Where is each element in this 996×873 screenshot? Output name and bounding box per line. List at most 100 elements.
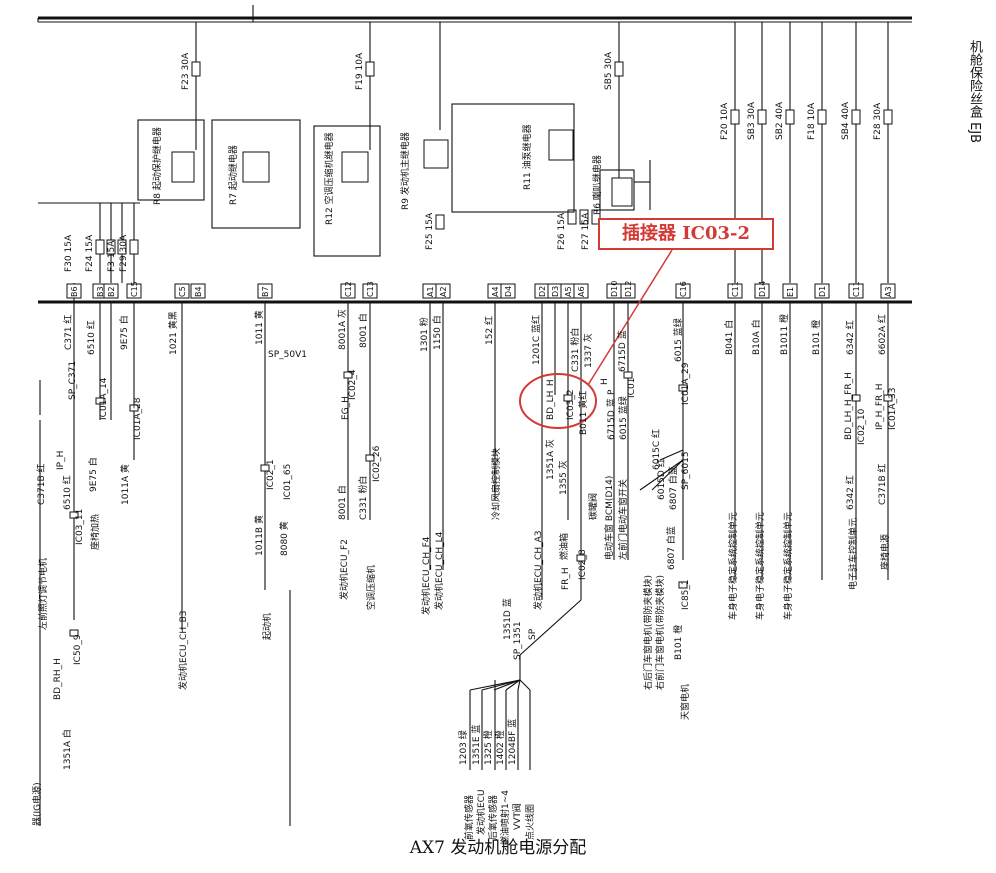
wire-label: 8080 黄 (278, 521, 290, 556)
device-label: 电子驻车控制单元 (847, 518, 859, 590)
harness-fr: FR_H (561, 567, 571, 590)
device-label: 前氧传感器 (463, 795, 475, 840)
device-label: 发动机ECU_CH_L4 (433, 531, 445, 610)
fuse-label-sb3: SB3 30A (747, 101, 757, 140)
pin-label: B7 (261, 286, 270, 297)
connector-label: IC02_26 (372, 445, 382, 482)
device-label: 发动机ECU_CH_A3 (532, 531, 544, 611)
pin-label: D14 (758, 281, 767, 297)
device-label: 座椅电源 (879, 534, 891, 570)
device-label: 燃油箱 (558, 533, 570, 560)
wire-label: 6015 蓝绿 (672, 318, 684, 362)
device-label: 碳罐阀 (587, 493, 599, 520)
connector-label: IC01A_33 (888, 388, 898, 431)
fuse-label-sb5: SB5 30A (604, 51, 614, 90)
wire-label: B1011 橙 (778, 314, 790, 355)
callout-leader (587, 249, 673, 386)
wire-label: C371 红 (62, 315, 74, 350)
fuse-label-f27: F27 15A (581, 212, 591, 250)
connector-label: IC85_1 (681, 579, 691, 610)
wire-label: B10A 白 (750, 319, 762, 355)
device-label: 左前照灯调节电机 (37, 558, 49, 630)
wire-label: 1011 黄 (253, 310, 265, 345)
wire-label: B011 黄红 (577, 391, 589, 435)
connector-label: IC02_1 (266, 459, 276, 490)
pin-label: B2 (107, 286, 116, 297)
wire-label: 6510 红 (85, 320, 97, 355)
device-label: VVT阀 (512, 803, 523, 830)
device-label: 天窗电机 (679, 684, 691, 720)
wire-label: 6015C 红 (650, 429, 662, 470)
fuse-label-f20: F20 10A (720, 102, 730, 140)
device-label: 右后门车窗电机(带防夹模块) (642, 575, 654, 690)
wire-label: 1355 灰 (557, 460, 569, 495)
pin-label: A5 (564, 286, 573, 297)
pin-label: C5 (178, 286, 187, 297)
connector-label: IC03_11 (75, 509, 85, 545)
wire-label: 6715D 蓝 (605, 398, 617, 440)
harness-eg-h: EG_H (341, 396, 351, 420)
pin-label: C11 (852, 281, 861, 297)
pin-label: A4 (491, 286, 500, 297)
fuse-label-f3: F3 15A (107, 240, 117, 272)
wire-label: B101 橙 (672, 625, 684, 660)
wire-label: 6715D 蓝 (616, 330, 628, 372)
wire-label: 9E75 白 (87, 457, 99, 492)
fuse-label-f19: F19 10A (355, 52, 365, 90)
wire-label: 6342 红 (844, 475, 856, 510)
device-label: 车身电子稳定系统控制单元 (727, 512, 739, 620)
harness-sp: SP (528, 628, 538, 640)
wire-label: 6807 白蓝 (667, 466, 679, 510)
wire-label: C331 粉白 (357, 476, 369, 520)
fuse-label-f26: F26 15A (557, 212, 567, 250)
connector-label: IC02_10 (857, 408, 867, 445)
wire-label: B101 橙 (810, 320, 822, 355)
device-label: 车身电子稳定系统控制单元 (754, 512, 766, 620)
fuse-label-f29: F29 30A (119, 234, 129, 272)
wire-label: 1011A 黄 (119, 464, 131, 505)
wire-label: 1337 灰 (582, 333, 594, 368)
splice-fan (469, 449, 684, 770)
fuse-label-f30: F30 15A (64, 234, 74, 272)
harness-ip-h: IP_H (56, 451, 66, 470)
fuse-symbols (95, 61, 893, 255)
wire-label: 8001 白 (357, 313, 369, 348)
splice-label-1351: SP_1351 (513, 621, 523, 660)
wire-label: B041 白 (723, 320, 735, 355)
relay-label-r7: R7 起动继电器 (227, 145, 239, 205)
pin-label: C11 (731, 281, 740, 297)
relay-label-r6: R6 喇叭继电器 (591, 155, 603, 215)
pin-label: D1 (818, 286, 827, 297)
wire-label: 1011B 黄 (253, 515, 265, 556)
connector-label: IC01A_28 (133, 397, 143, 440)
pin-label: A6 (577, 286, 586, 297)
wire-label: 1150 白 (431, 315, 443, 350)
wire-label: 1301 粉 (418, 317, 430, 352)
fuse-label-sb2: SB2 40A (775, 101, 785, 140)
harness-bd-rh: BD_RH_H (53, 658, 63, 700)
connector-label: IC01 (627, 378, 637, 398)
device-label: 点火线圈 (524, 804, 536, 840)
connector-label: IC02_8 (578, 549, 588, 580)
device-label: 发动机ECU (475, 789, 487, 835)
wire-label: 1325 橙 (482, 730, 494, 765)
wire-label: 6342 红 (844, 320, 856, 355)
connector-label: IC01A_14 (99, 377, 109, 420)
pin-label: D10 (610, 281, 619, 297)
rail-pins (66, 283, 896, 302)
connector-label: IC50_9 (73, 634, 83, 665)
relay-label-r8: R8 起动保护继电器 (151, 127, 163, 205)
wire-label: 1351A 灰 (544, 439, 556, 480)
connector-label: IC02_4 (348, 369, 358, 400)
pin-label: B6 (70, 286, 79, 297)
device-label: 发动机ECU_F2 (338, 539, 350, 600)
device-label: 右前门车窗电机(带防夹模块) (654, 575, 666, 690)
connector-label: IC03_2 (566, 389, 576, 420)
wire-label: 1402 橙 (494, 730, 506, 765)
wire-label: 1351E 蓝 (470, 725, 482, 765)
fuse-label-f25: F25 15A (425, 212, 435, 250)
fuse-label-f23: F23 30A (181, 52, 191, 90)
splice-label-c371: SP_C371 (68, 361, 78, 400)
